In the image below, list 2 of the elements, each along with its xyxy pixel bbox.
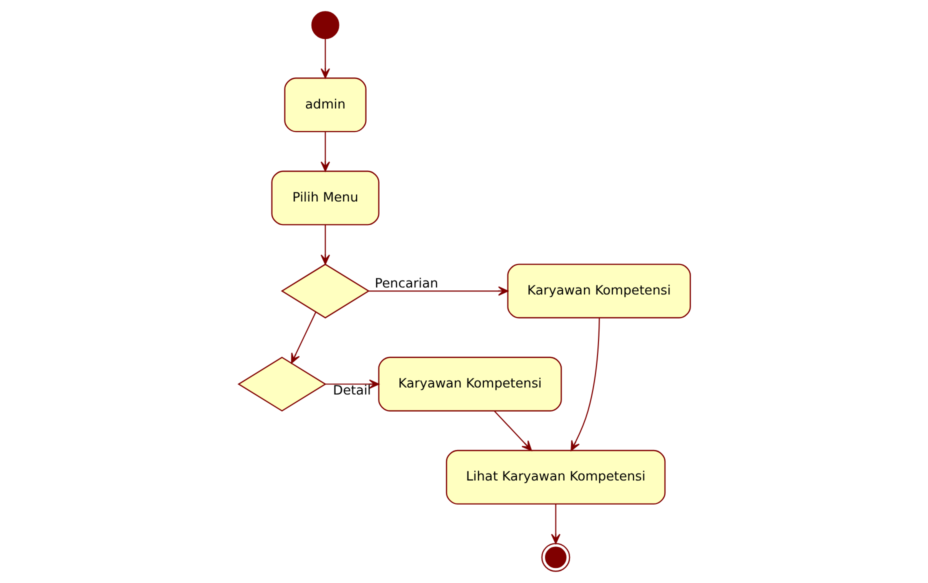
edge-label: Pencarian [374, 276, 438, 292]
edge-label: Detail [332, 383, 371, 398]
